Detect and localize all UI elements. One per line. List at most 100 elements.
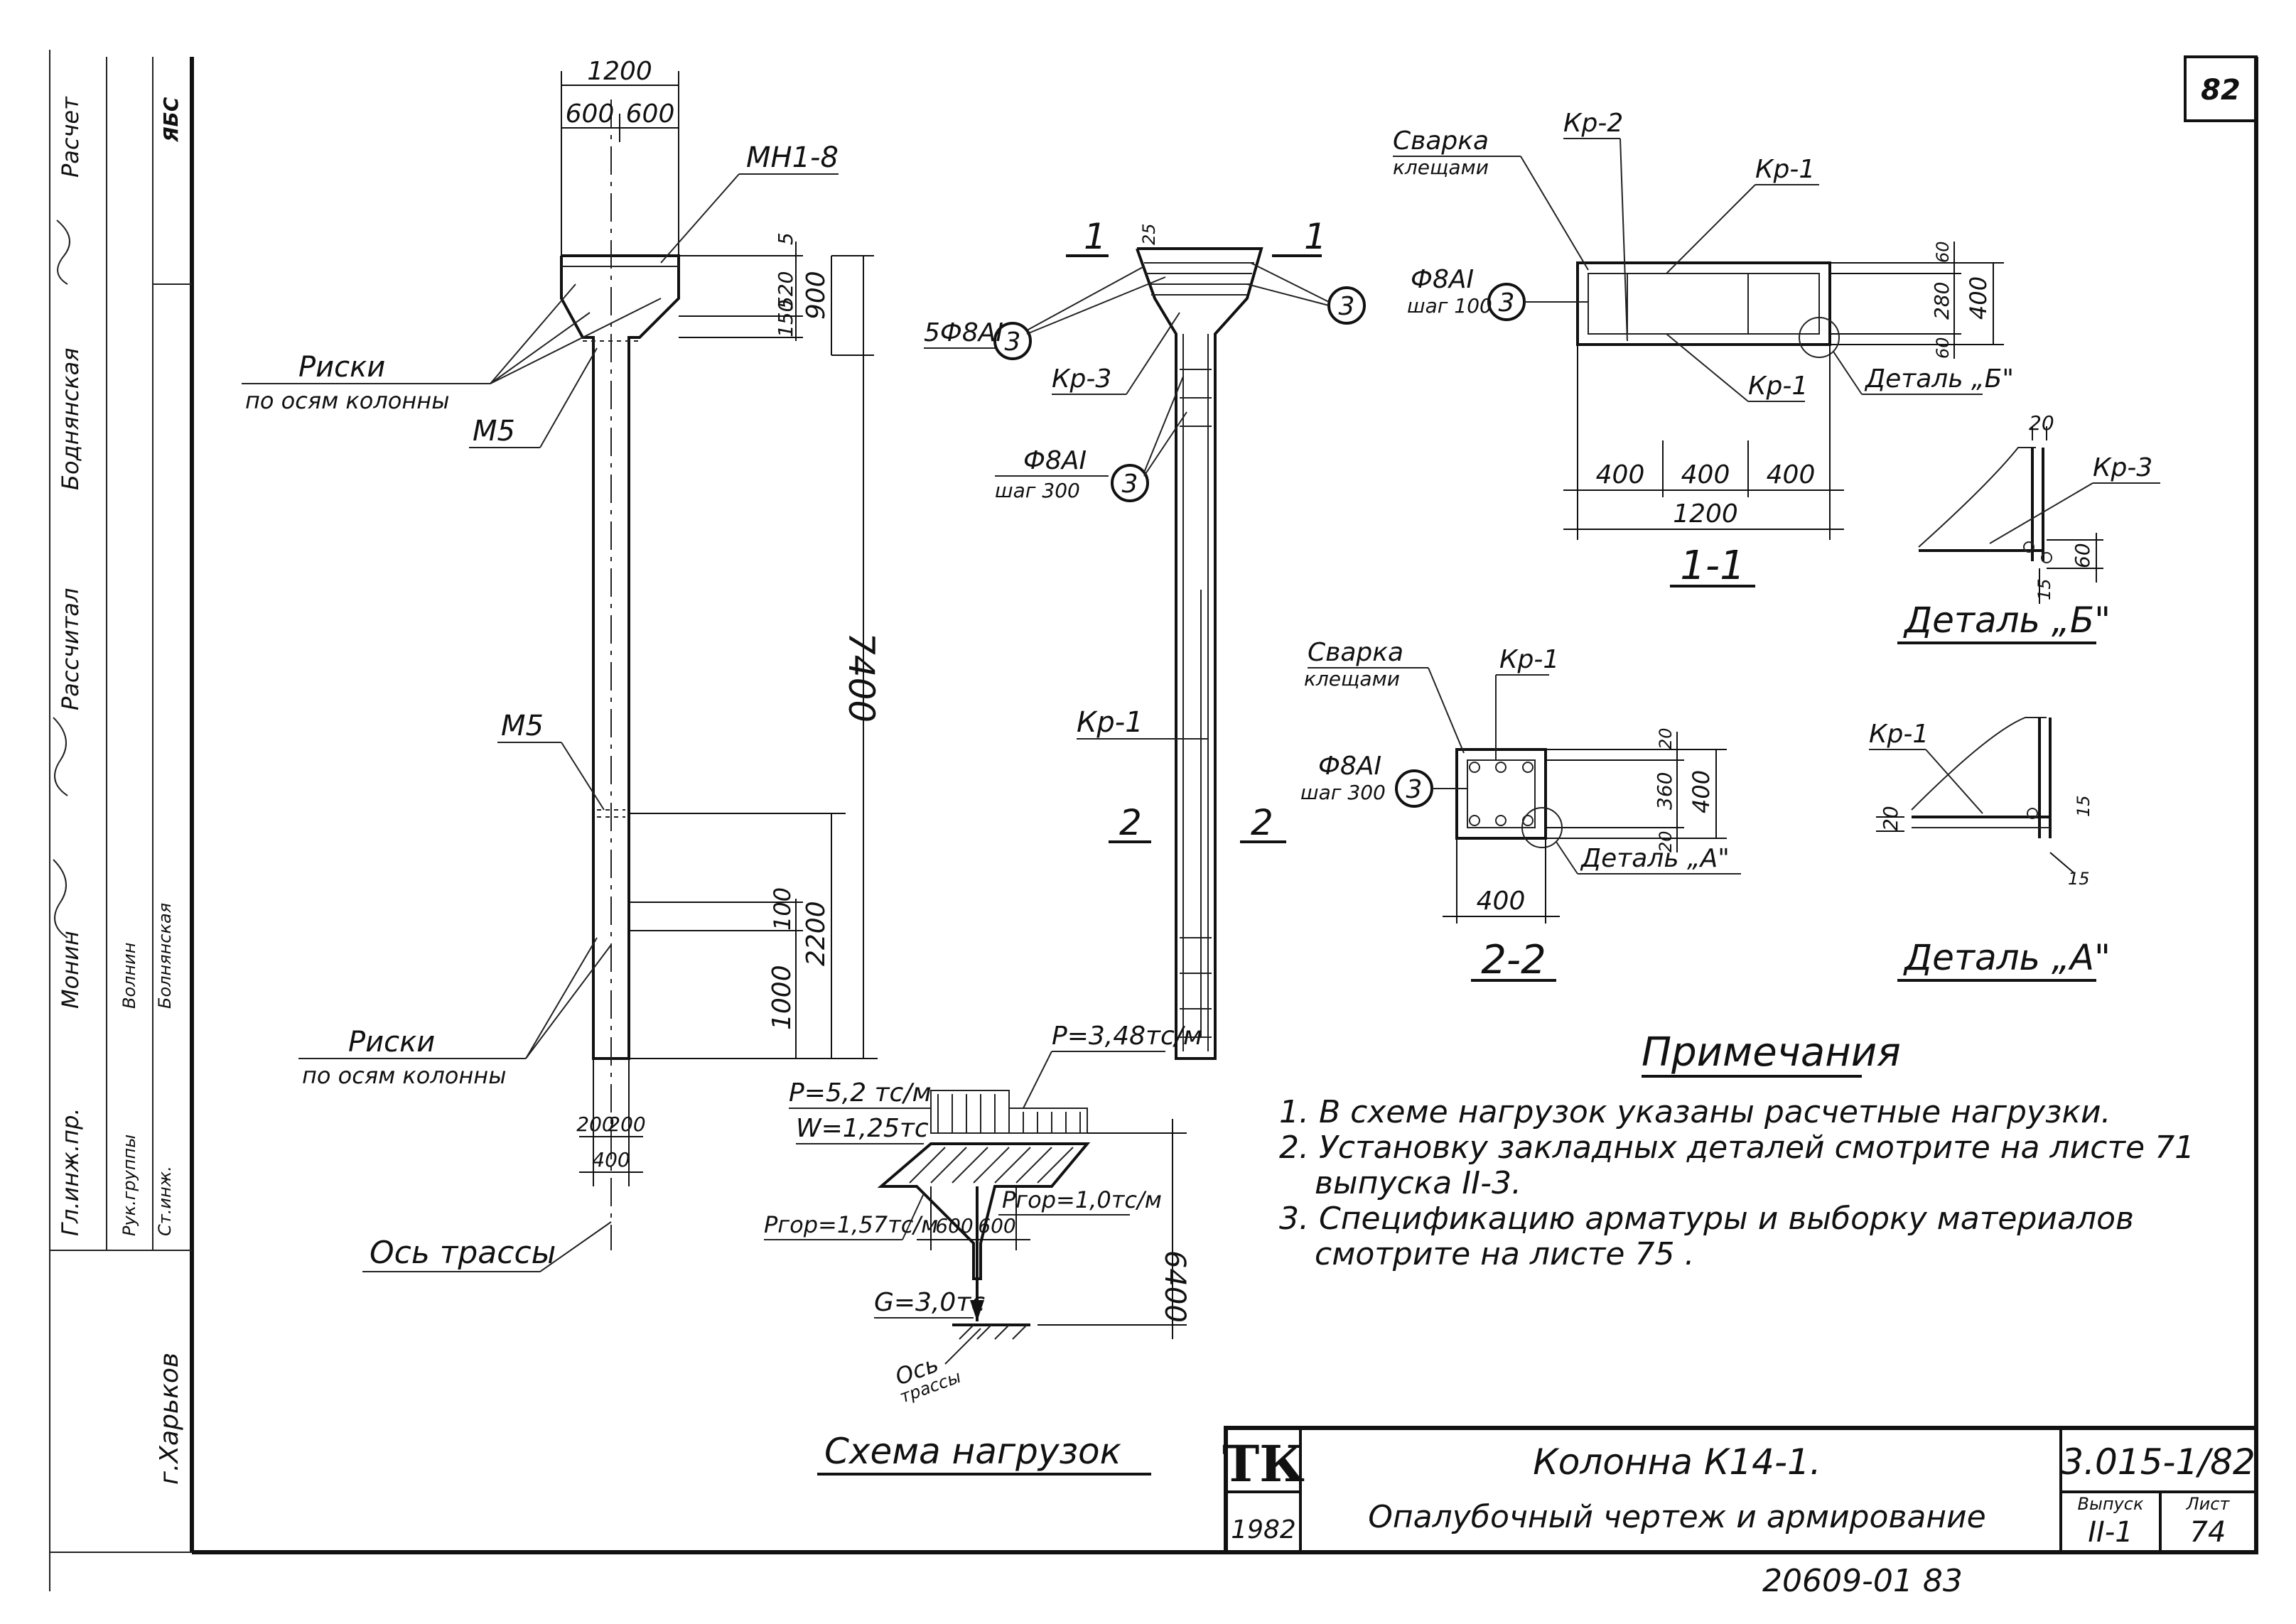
reinforcement-view: 1 1 25 5Ф8АI 3 3 Кр-3 Ф8АI шаг 300 3 Кр-…	[924, 216, 1366, 1060]
dim-1-60b: 60	[1933, 337, 1953, 359]
tb-sheet-label: Лист	[2186, 1494, 2231, 1514]
section-2-2-title: 2-2	[1481, 937, 1546, 983]
dim-head-150: 150	[774, 300, 797, 337]
load-p-left: Р=5,2 тс/м	[789, 1078, 932, 1108]
load-scheme-title: Схема нагрузок	[824, 1431, 1121, 1472]
detail-b-60: 60	[2071, 543, 2094, 568]
dim-half-left: 600	[566, 99, 615, 129]
load-p-top: Р=3,48тс/м	[1052, 1022, 1202, 1051]
kr1-2-label: Кр-1	[1499, 645, 1559, 674]
dim-1-400c: 400	[1767, 460, 1816, 489]
stamp-code: ЯБС	[159, 97, 183, 143]
section-1-right: 1	[1304, 216, 1327, 257]
stamp-role-3: Ст.инж.	[155, 1166, 175, 1236]
kr1-label: Кр-1	[1077, 706, 1143, 739]
note-2: 2. Установку закладных деталей смотрите …	[1279, 1130, 2194, 1166]
stirrup-2-step: шаг 300	[1300, 781, 1386, 804]
mark-mn1-8: МН1-8	[746, 141, 839, 174]
weld-label: Сварка	[1393, 126, 1489, 156]
column-elevation: 1200 600 600 МН1-8 5 520 150 900 7400 10…	[242, 57, 882, 1272]
stamp-name-4: Боднянская	[57, 347, 84, 490]
detail-a-ref: Деталь „А"	[1580, 844, 1730, 873]
detail-a-kr1: Кр-1	[1869, 720, 1929, 749]
kr2-label: Кр-2	[1563, 109, 1623, 138]
base-half-left: 200	[576, 1113, 614, 1136]
dim-7400: 7400	[841, 632, 882, 722]
stirrup-2-label: Ф8АI	[1318, 752, 1381, 781]
tb-year: 1982	[1231, 1515, 1296, 1544]
section-2-2: Сварка клещами Кр-1 Ф8АI шаг 300 3 20 36…	[1300, 638, 1741, 983]
notes: Примечания 1. В схеме нагрузок указаны р…	[1279, 1029, 2194, 1272]
dim-2-400v: 400	[1688, 770, 1715, 813]
dim-head-5: 5	[774, 232, 797, 245]
detail-b-title: Деталь „Б"	[1903, 600, 2111, 641]
notes-heading: Примечания	[1642, 1029, 1901, 1076]
detail-a-15b: 15	[2068, 869, 2090, 889]
dim-1000: 1000	[767, 965, 797, 1030]
stamp-role-1: Гл.инж.пр.	[57, 1108, 84, 1236]
signature-1	[53, 859, 68, 938]
load-dim-6400: 6400	[1158, 1250, 1191, 1323]
detail-b: 20 Кр-3 60 15 Деталь „Б"	[1897, 411, 2160, 644]
dim-1-280: 280	[1930, 282, 1953, 320]
weld-2-label: Сварка	[1308, 638, 1403, 667]
kr1-bottom-label: Кр-1	[1748, 372, 1808, 401]
stamp-org: г.Харьков	[155, 1353, 184, 1485]
section-1-1: Сварка клещами Кр-2 Кр-1 Кр-1 Ф8АI шаг 1…	[1393, 109, 2014, 589]
stirrup-2-pos: 3	[1406, 775, 1423, 804]
tb-name-1: Колонна К14-1.	[1533, 1441, 1821, 1483]
dim-2-400h: 400	[1477, 887, 1526, 916]
dim-half-right: 600	[626, 99, 675, 129]
tb-code: 3.015-1/82	[2061, 1441, 2255, 1483]
tb-issue-label: Выпуск	[2078, 1494, 2145, 1514]
base-half-right: 200	[608, 1113, 645, 1136]
dim-2-20b: 20	[1656, 830, 1676, 852]
section-1-1-title: 1-1	[1680, 543, 1745, 589]
kr1-top-label: Кр-1	[1755, 155, 1815, 184]
dim-1-400b: 400	[1681, 460, 1730, 489]
load-dim-600a: 600	[935, 1214, 973, 1238]
stamp-name-1: Монин	[57, 931, 84, 1009]
dim-2200: 2200	[802, 901, 831, 966]
tb-sheet-value: 74	[2190, 1516, 2226, 1549]
tb-issue-value: II-1	[2088, 1516, 2133, 1549]
sheet-frame: 82	[49, 50, 2258, 1591]
right-pos: 3	[1339, 292, 1355, 321]
kr3-label: Кр-3	[1052, 364, 1111, 394]
detail-b-15: 15	[2034, 578, 2054, 600]
stirrup-step: шаг 300	[995, 479, 1080, 502]
stirrup-1-step: шаг 100	[1407, 294, 1492, 318]
load-w: W=1,25тс	[796, 1114, 929, 1143]
load-dim-600b: 600	[978, 1214, 1015, 1238]
tb-name-2: Опалубочный чертеж и армирование	[1368, 1499, 1985, 1535]
note-3: 3. Спецификацию арматуры и выборку матер…	[1279, 1201, 2134, 1237]
load-g: G=3,0тс	[874, 1288, 985, 1317]
stamp-name-3: Болнянская	[155, 903, 175, 1009]
axis-label: Ось трассы	[370, 1235, 556, 1271]
section-2-right: 2	[1251, 802, 1273, 843]
sheet-number: 82	[2201, 74, 2241, 107]
bars-pos: 3	[1005, 327, 1021, 357]
risks-lower-label: Риски	[348, 1026, 435, 1059]
risks-upper-sub: по осям колонны	[245, 387, 449, 414]
load-p-hor-right: Ргор=1,0тс/м	[1002, 1186, 1162, 1213]
weld-sub: клещами	[1393, 156, 1489, 179]
note-2b: выпуска II-3.	[1315, 1165, 1521, 1201]
side-stamp: Гл.инж.пр. Рук.группы Ст.инж. Рассчитал …	[50, 57, 192, 1485]
stamp-role-4: Рассчитал	[57, 588, 84, 711]
top-dim-25: 25	[1139, 223, 1159, 245]
weld-2-sub: клещами	[1304, 667, 1400, 691]
dim-head-900: 900	[802, 271, 831, 320]
note-1: 1. В схеме нагрузок указаны расчетные на…	[1279, 1094, 2111, 1130]
detail-a-20: 20	[1879, 806, 1902, 831]
note-3b: смотрите на листе 75 .	[1315, 1236, 1694, 1272]
stamp-role-2: Рук.группы	[119, 1135, 139, 1236]
signature-2	[56, 220, 70, 285]
dim-2-20a: 20	[1656, 727, 1676, 749]
m5-upper: М5	[473, 415, 515, 448]
dim-1-400v: 400	[1965, 276, 1992, 320]
stirrup-1-label: Ф8АI	[1411, 265, 1474, 294]
stirrup-1-pos: 3	[1499, 288, 1515, 318]
logo-tk: ТК	[1222, 1434, 1305, 1493]
